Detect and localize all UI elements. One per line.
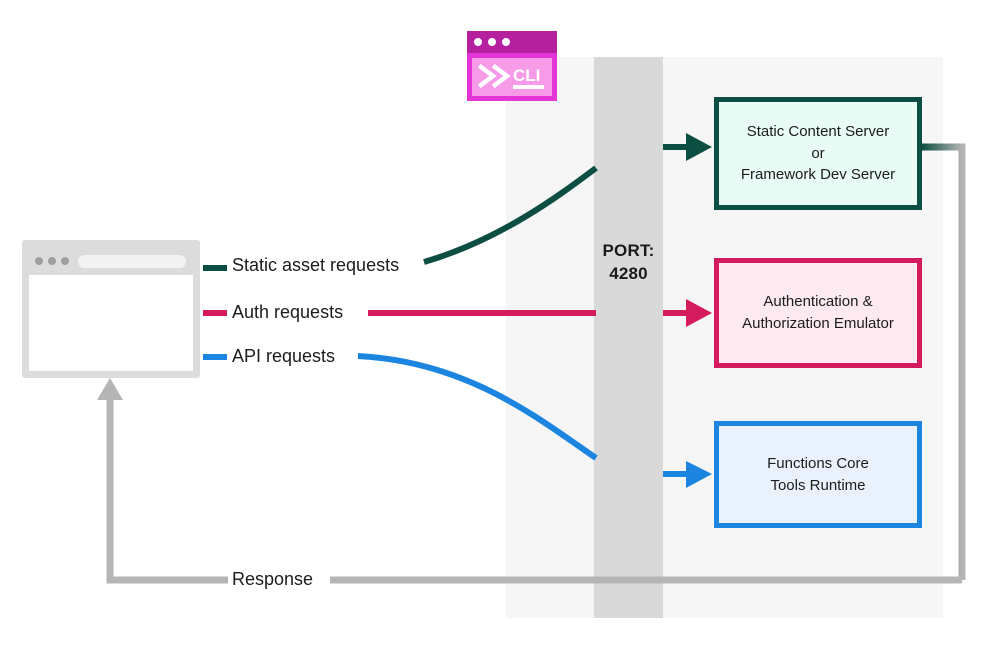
functions-runtime-line-1: Functions Core — [767, 454, 869, 472]
flow-label-auth-requests: Auth requests — [232, 302, 344, 322]
auth-emulator-line-2: Authorization Emulator — [742, 315, 894, 332]
cli-titlebar — [467, 31, 557, 53]
browser-address-bar[interactable] — [78, 254, 186, 268]
cli-dot-1 — [474, 38, 482, 46]
cli-dot-3 — [502, 38, 510, 46]
port-label: PORT: 4280 — [594, 240, 663, 286]
client-browser-window[interactable] — [22, 240, 200, 378]
swa-cli-icon: CLI — [467, 31, 557, 101]
flow-label-api-requests: API requests — [232, 346, 336, 366]
cli-underline — [513, 85, 544, 89]
service-box-static-content-server[interactable]: Static Content Server or Framework Dev S… — [714, 97, 922, 210]
service-box-auth-emulator[interactable]: Authentication & Authorization Emulator — [714, 258, 922, 368]
cli-screen-text: CLI — [513, 66, 540, 85]
browser-dot-1 — [35, 257, 43, 265]
static-server-line-3: Framework Dev Server — [740, 166, 896, 184]
cli-frame: CLI — [467, 53, 557, 101]
service-box-functions-runtime[interactable]: Functions Core Tools Runtime — [714, 421, 922, 528]
port-column-panel — [594, 57, 663, 618]
browser-viewport — [29, 275, 193, 371]
auth-emulator-line-1: Authentication & — [763, 293, 873, 311]
browser-dot-2 — [48, 257, 56, 265]
response-arrowhead — [97, 378, 123, 400]
flow-label-response: Response — [232, 569, 314, 589]
cli-screen: CLI — [472, 58, 552, 96]
browser-dot-3 — [61, 257, 69, 265]
port-label-line2: 4280 — [609, 263, 648, 283]
static-server-line-1: Static Content Server — [746, 122, 890, 140]
cli-dot-2 — [488, 38, 496, 46]
flow-label-static-asset-requests: Static asset requests — [232, 255, 400, 275]
browser-titlebar — [29, 247, 193, 275]
functions-runtime-line-2: Tools Runtime — [770, 476, 866, 494]
response-left-line — [106, 400, 228, 584]
cli-prompt-icon: CLI — [477, 63, 544, 89]
port-label-line1: PORT: — [602, 241, 655, 260]
static-server-line-2: or — [811, 144, 825, 162]
